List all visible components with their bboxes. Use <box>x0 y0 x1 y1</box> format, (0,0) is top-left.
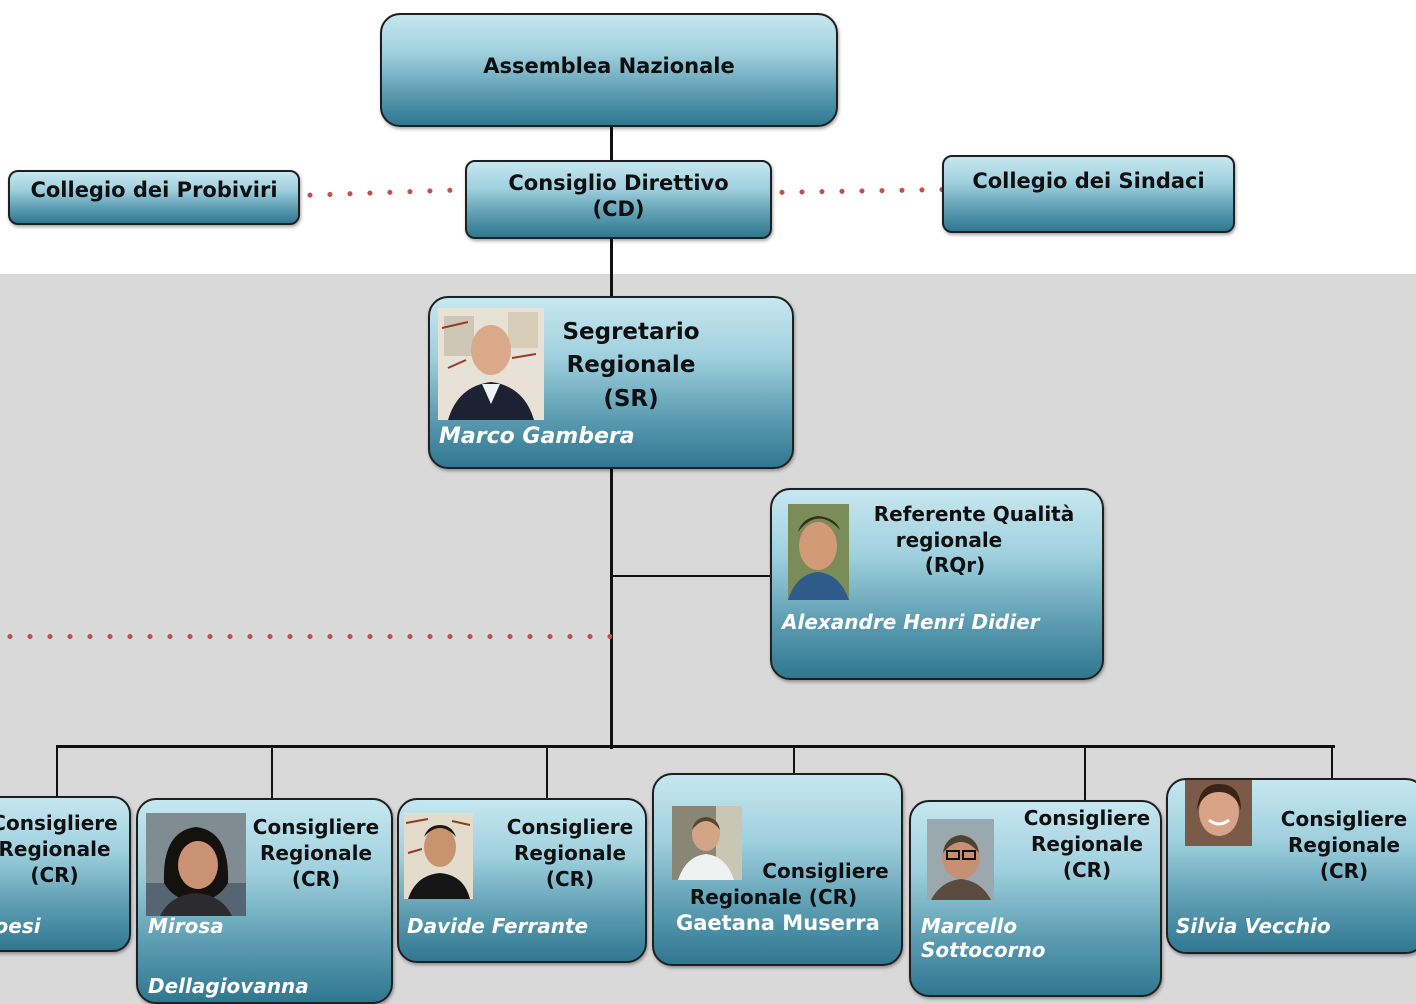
consigliere-2-title: Consigliere Regionale (CR) <box>246 814 386 892</box>
consigliere-4-title-line2: Regionale (CR) <box>689 884 858 909</box>
consigliere-3-title-line2: Regionale <box>513 841 627 865</box>
person-photo-icon <box>404 813 473 899</box>
segretario-box: Segretario Regionale (SR) Marco Gambera <box>428 296 794 469</box>
consigliere-6-name: Silvia Vecchio <box>1176 914 1331 938</box>
consiglio-title: Consiglio Direttivo (CD) <box>467 170 770 223</box>
consigliere-box-3: Consigliere Regionale (CR) Davide Ferran… <box>397 798 647 963</box>
connector-cr-bus <box>56 745 1335 748</box>
consigliere-1-title-line3: (CR) <box>30 863 79 887</box>
consigliere-1-title: Consigliere Regionale (CR) <box>0 810 127 888</box>
consigliere-box-5: Consigliere Regionale (CR) Marcello Sott… <box>909 800 1162 997</box>
segretario-title-line2: Regionale <box>566 352 696 379</box>
referente-name: Alexandre Henri Didier <box>782 610 1040 634</box>
consigliere-5-name-line1: Marcello <box>921 914 1018 938</box>
consigliere-3-name: Davide Ferrante <box>407 914 589 938</box>
dotted-line-probiviri <box>299 187 465 198</box>
segretario-title-line3: (SR) <box>603 385 659 412</box>
segretario-name: Marco Gambera <box>439 424 635 449</box>
consigliere-6-title-line1: Consigliere <box>1280 807 1408 831</box>
person-photo-icon <box>788 504 849 600</box>
consigliere-5-title-line3: (CR) <box>1062 858 1112 882</box>
referente-box: Referente Qualità regionale (RQr) Alexan… <box>770 488 1104 680</box>
consigliere-4-title-line1: Consigliere <box>762 859 889 883</box>
person-photo-icon <box>438 308 544 420</box>
consigliere-2-name-line1: Mirosa <box>148 914 224 938</box>
consigliere-2-title-line3: (CR) <box>291 867 341 891</box>
consigliere-5-photo <box>927 819 994 900</box>
assemblea-title: Assemblea Nazionale <box>483 54 735 78</box>
dotted-line-sindaci <box>771 187 943 195</box>
connector-cr-4 <box>793 745 795 774</box>
person-photo-icon <box>927 819 994 900</box>
sindaci-box: Collegio dei Sindaci <box>942 155 1235 233</box>
connector-cr-6 <box>1331 745 1333 779</box>
consigliere-5-name-line2: Sottocorno <box>921 938 1046 962</box>
consigliere-box-1: Consigliere Regionale (CR) Croesi <box>0 796 131 952</box>
consigliere-1-title-line2: Regionale <box>0 837 111 861</box>
referente-title-line2: regionale <box>895 527 1003 552</box>
connector-cr-3 <box>546 745 548 799</box>
consiglio-direttivo-box: Consiglio Direttivo (CD) <box>465 160 772 239</box>
consigliere-6-title-line3: (CR) <box>1319 859 1369 883</box>
connector-cr-5 <box>1084 745 1086 801</box>
consigliere-5-title: Consigliere Regionale (CR) <box>1011 805 1160 883</box>
consigliere-4-name: Gaetana Muserra <box>676 911 880 935</box>
consigliere-3-title-line3: (CR) <box>545 867 595 891</box>
consigliere-1-name: Croesi <box>0 914 41 938</box>
consigliere-6-photo <box>1185 780 1252 846</box>
connector-rqr-branch <box>610 575 770 577</box>
referente-photo <box>788 504 849 600</box>
consigliere-5-title-line2: Regionale <box>1030 832 1144 856</box>
segretario-title: Segretario Regionale (SR) <box>544 316 718 416</box>
connector-cr-2 <box>271 745 273 800</box>
consigliere-3-title: Consigliere Regionale (CR) <box>495 814 645 892</box>
consigliere-6-title: Consigliere Regionale (CR) <box>1268 806 1416 884</box>
referente-title-line3: (RQr) <box>924 553 986 578</box>
probiviri-box: Collegio dei Probiviri <box>8 170 300 225</box>
connector-cd-sr <box>610 238 613 298</box>
consigliere-1-title-line1: Consigliere <box>0 811 118 835</box>
consigliere-2-name-line2: Dellagiovanna <box>148 974 309 998</box>
consigliere-6-title-line2: Regionale <box>1287 833 1401 857</box>
assemblea-box: Assemblea Nazionale <box>380 13 838 127</box>
consigliere-3-photo <box>404 813 473 899</box>
consigliere-box-2: Consigliere Regionale (CR) Mirosa Dellag… <box>136 798 393 1004</box>
segretario-photo <box>438 308 544 420</box>
connector-assemblea-cd <box>610 126 613 162</box>
segretario-title-line1: Segretario <box>562 319 700 345</box>
referente-title-line1: Referente Qualità <box>873 502 1075 526</box>
consigliere-box-6: Consigliere Regionale (CR) Silvia Vecchi… <box>1166 778 1416 954</box>
probiviri-title: Collegio dei Probiviri <box>30 178 278 202</box>
sindaci-title: Collegio dei Sindaci <box>972 169 1205 193</box>
consiglio-title-line1: Consiglio Direttivo <box>508 171 729 195</box>
consigliere-2-photo <box>146 813 246 916</box>
person-photo-icon <box>672 806 742 880</box>
connector-main-trunk <box>610 468 613 749</box>
consiglio-title-line2: (CD) <box>592 197 645 222</box>
dotted-line-regional <box>0 634 612 639</box>
consigliere-3-title-line1: Consigliere <box>506 815 634 839</box>
referente-title: Referente Qualità regionale (RQr) <box>864 502 1102 579</box>
consigliere-2-title-line2: Regionale <box>259 841 373 865</box>
consigliere-2-title-line1: Consigliere <box>252 815 380 839</box>
consigliere-4-photo <box>672 806 742 880</box>
consigliere-4-title: Consigliere Regionale (CR) <box>654 859 901 910</box>
connector-cr-1 <box>56 745 58 797</box>
consigliere-box-4: Consigliere Regionale (CR) Gaetana Muser… <box>652 773 903 966</box>
person-photo-icon <box>1185 780 1252 846</box>
person-photo-icon <box>146 813 246 916</box>
consigliere-5-title-line1: Consigliere <box>1023 806 1151 830</box>
